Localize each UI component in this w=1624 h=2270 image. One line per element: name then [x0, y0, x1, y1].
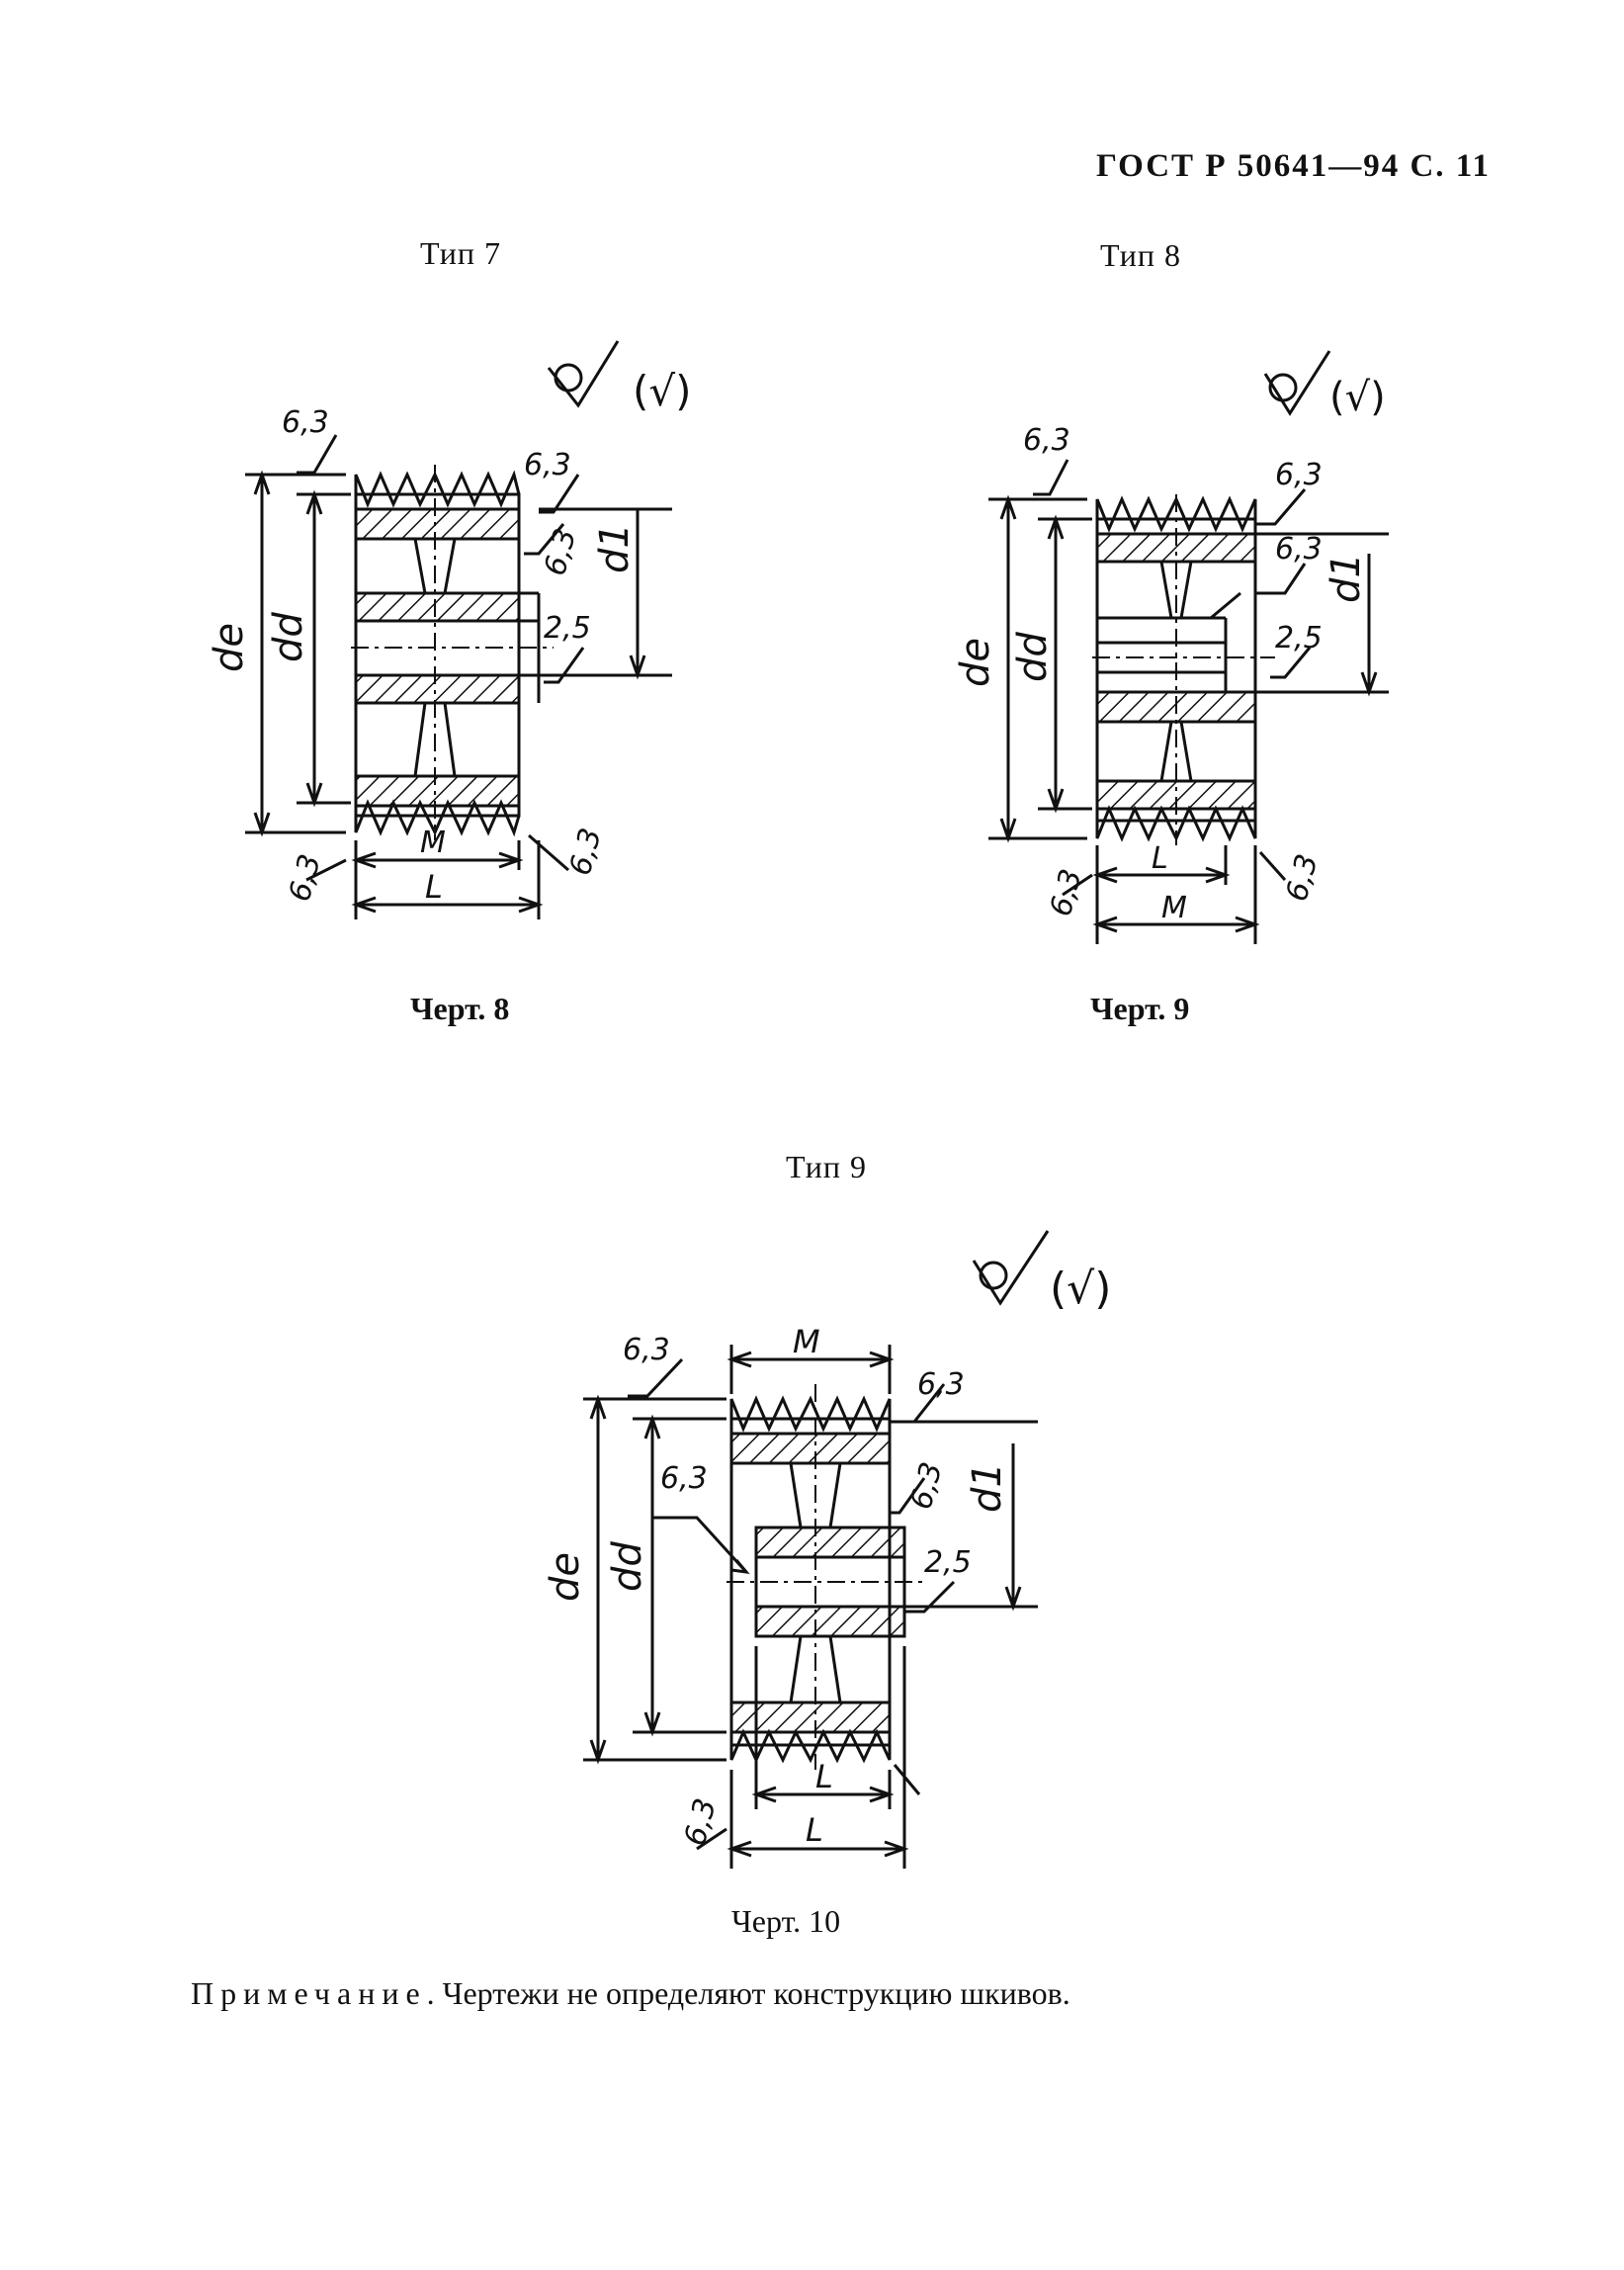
- rough-value-1: 6,3: [623, 1333, 670, 1367]
- rough-value-bore: 2,5: [1275, 621, 1323, 655]
- label-L-inner: L: [815, 1758, 833, 1795]
- label-d1: d1: [965, 1462, 1010, 1513]
- rough-value-2: 6,3: [917, 1367, 965, 1402]
- roughness-symbol-icon: [1263, 350, 1331, 416]
- type-label-9: Тип 9: [786, 1149, 867, 1184]
- rough-value-5: 6,3: [678, 1794, 724, 1849]
- rough-value-3: 6,3: [1275, 532, 1323, 567]
- type-label-7: Тип 7: [420, 235, 501, 271]
- rough-value-2: 6,3: [524, 448, 571, 482]
- label-L: L: [1152, 841, 1168, 876]
- note-prefix: Примечание: [191, 1975, 427, 2011]
- label-L-outer: L: [806, 1811, 823, 1849]
- rough-value-1: 6,3: [282, 405, 329, 440]
- rough-value-6: 6,3: [660, 1461, 708, 1496]
- roughness-symbol-icon: [547, 340, 620, 408]
- page-note: Примечание. Чертежи не определяют констр…: [191, 1975, 1070, 2012]
- figure-caption-10: Черт. 10: [731, 1903, 841, 1939]
- label-dd: dd: [1010, 632, 1056, 682]
- label-dd: dd: [605, 1541, 650, 1592]
- label-M: M: [420, 826, 446, 860]
- label-M: M: [793, 1323, 820, 1360]
- roughness-paren-9: (√): [1050, 1264, 1111, 1314]
- label-dd: dd: [266, 612, 311, 662]
- label-de: de: [543, 1552, 588, 1602]
- label-d1: d1: [1324, 553, 1369, 603]
- note-text: . Чертежи не определяют конструкцию шкив…: [426, 1975, 1070, 2011]
- label-de: de: [207, 623, 252, 672]
- label-L: L: [425, 868, 443, 906]
- label-de: de: [953, 638, 998, 687]
- rough-value-3: 6,3: [904, 1458, 950, 1513]
- figure-caption-8: Черт. 8: [410, 991, 510, 1026]
- rough-value-bore: 2,5: [544, 611, 591, 646]
- label-M: M: [1161, 891, 1187, 925]
- roughness-symbol-icon: [972, 1230, 1050, 1306]
- type-label-8: Тип 8: [1100, 237, 1181, 273]
- label-d1: d1: [592, 523, 638, 573]
- rough-value-bore: 2,5: [924, 1545, 972, 1580]
- figure-caption-9: Черт. 9: [1090, 991, 1190, 1026]
- roughness-paren-7: (√): [633, 367, 692, 415]
- rough-value-2: 6,3: [1275, 458, 1323, 492]
- roughness-paren-8: (√): [1329, 375, 1386, 420]
- page-header: ГОСТ Р 50641—94 С. 11: [1095, 148, 1491, 184]
- rough-value-1: 6,3: [1023, 423, 1070, 458]
